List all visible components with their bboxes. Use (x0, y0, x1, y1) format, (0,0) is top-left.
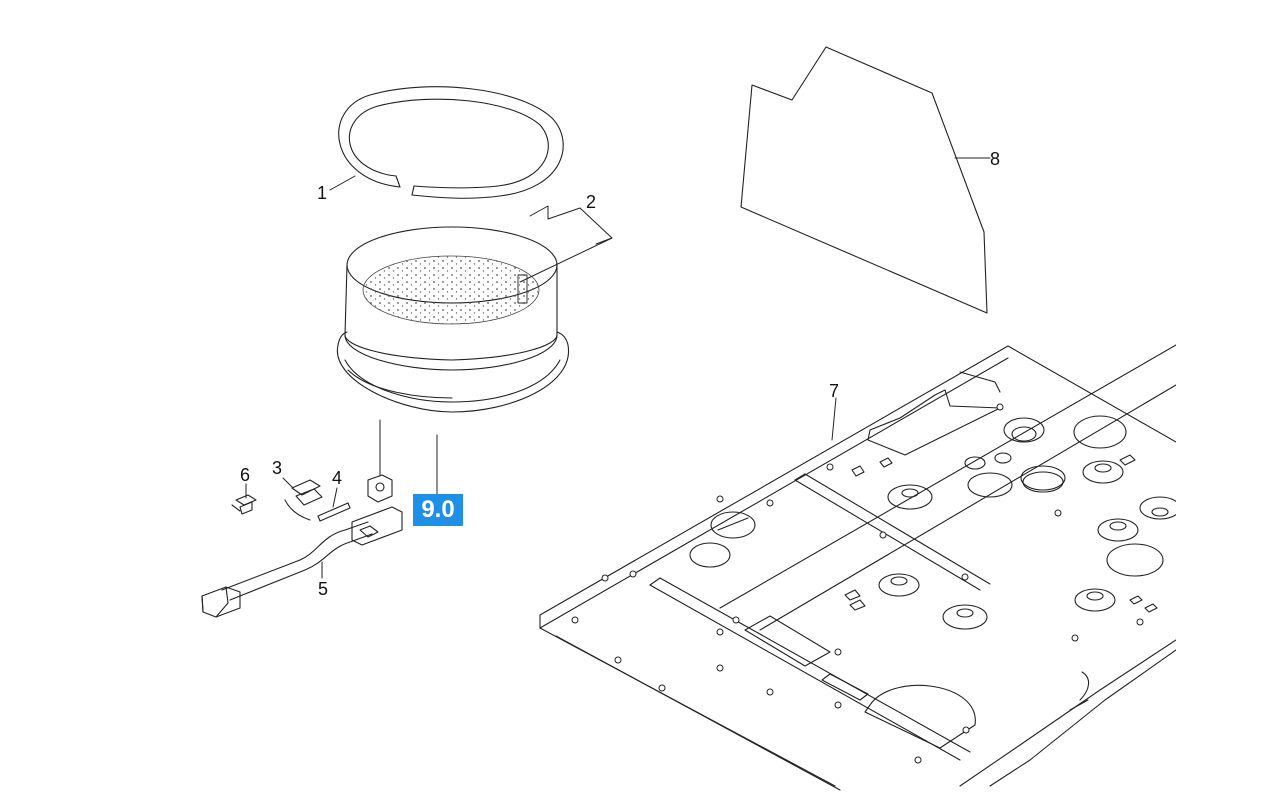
part-6-fastener (231, 494, 257, 515)
callout-7: 7 (829, 381, 839, 401)
part-3-clip (284, 479, 323, 521)
reference-badge-9-0[interactable]: 9.0 (413, 494, 463, 526)
callout-4: 4 (332, 468, 342, 488)
callout-8: 8 (990, 149, 1000, 169)
callout-2: 2 (586, 192, 596, 212)
callout-1: 1 (317, 183, 327, 203)
part-7-base-plate (539, 344, 1176, 791)
callout-leaders (245, 157, 991, 579)
callout-3: 3 (272, 458, 282, 478)
part-2-filter-bowl (336, 226, 569, 413)
callout-6: 6 (240, 465, 250, 485)
plate-mounting-holes (571, 403, 1144, 764)
part-5-pipe-assembly (201, 474, 403, 618)
part-4-pin (317, 502, 351, 522)
part-8-gasket-sheet (740, 46, 988, 314)
callout-5: 5 (318, 579, 328, 599)
part-1-ring (338, 86, 564, 199)
